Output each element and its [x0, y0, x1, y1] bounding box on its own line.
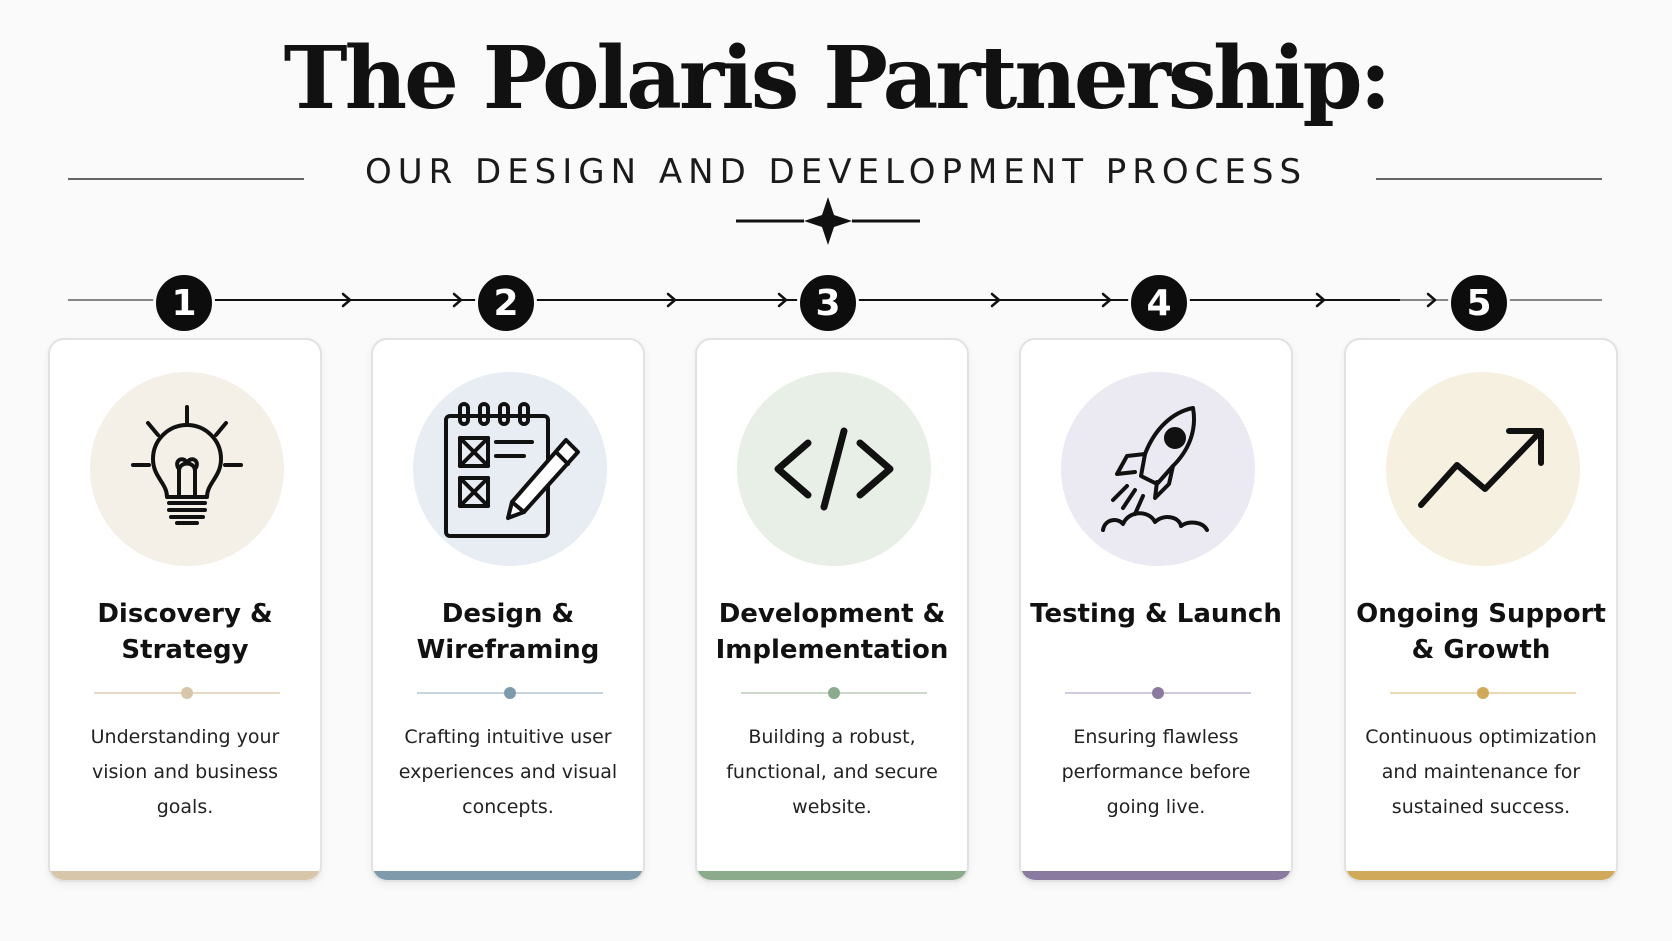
step-2-description: Crafting intuitive user experiences and … [398, 726, 618, 818]
step-2-title: Design & Wireframing [416, 599, 600, 665]
step-3-divider-dot [828, 687, 840, 699]
lightbulb-icon [131, 405, 243, 525]
step-2-divider-dot [504, 687, 516, 699]
step-2-icon-circle [413, 372, 607, 566]
step-4-number: 4 [1128, 272, 1190, 334]
step-1-divider-dot [181, 687, 193, 699]
code-icon [774, 427, 894, 511]
page-subtitle: OUR DESIGN AND DEVELOPMENT PROCESS [364, 152, 1308, 192]
step-5-number: 5 [1448, 272, 1510, 334]
step-1-number: 1 [153, 272, 215, 334]
step-5-divider-dot [1477, 687, 1489, 699]
step-3-number: 3 [797, 272, 859, 334]
step-3-title: Development & Implementation [715, 599, 949, 665]
timeline-arrows [341, 292, 1437, 308]
step-3-card: Development & Implementation Building a … [695, 338, 969, 882]
step-5-card: Ongoing Support & Growth Continuous opti… [1344, 338, 1618, 882]
step-3-icon-circle [737, 372, 931, 566]
step-4-description: Ensuring flawless performance before goi… [1061, 726, 1251, 818]
step-5-description: Continuous optimization and maintenance … [1365, 726, 1597, 818]
step-1-accent-bar [50, 871, 320, 880]
step-4-icon-circle [1061, 372, 1255, 566]
subtitle-rule-right [1376, 178, 1602, 180]
notepad-pencil-icon [444, 402, 580, 538]
step-4-accent-bar [1021, 871, 1291, 880]
step-1-icon-circle [90, 372, 284, 566]
step-1-description: Understanding your vision and business g… [90, 726, 280, 818]
step-4-card: Testing & Launch Ensuring flawless perfo… [1019, 338, 1293, 882]
step-2-accent-bar [373, 871, 643, 880]
step-5-icon-circle [1386, 372, 1580, 566]
step-3-accent-bar [697, 871, 967, 880]
step-4-title: Testing & Launch [1030, 599, 1282, 629]
step-2-number: 2 [475, 272, 537, 334]
step-1-card: Discovery & Strategy Understanding your … [48, 338, 322, 882]
rocket-icon [1101, 406, 1209, 532]
step-2-card: Design & Wireframing Crafting intuitive … [371, 338, 645, 882]
step-1-title: Discovery & Strategy [97, 599, 273, 665]
step-3-description: Building a robust, functional, and secur… [726, 726, 938, 818]
trend-up-icon [1418, 428, 1544, 508]
step-5-title: Ongoing Support & Growth [1356, 599, 1606, 665]
page-title: The Polaris Partnership: [283, 28, 1392, 129]
step-5-accent-bar [1346, 871, 1616, 880]
subtitle-rule-left [68, 178, 304, 180]
step-4-divider-dot [1152, 687, 1164, 699]
star-ornament-icon [736, 197, 920, 245]
